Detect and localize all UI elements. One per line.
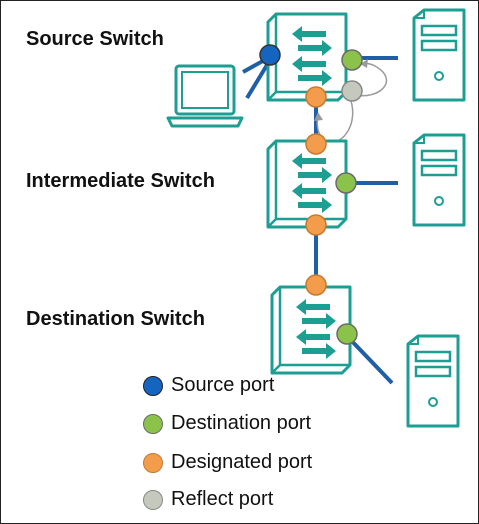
server-icon-3 bbox=[406, 334, 460, 428]
designated-port-dot-intermediate-top bbox=[305, 133, 327, 155]
legend-reflect-port-icon bbox=[143, 489, 163, 510]
link-source-port bbox=[245, 58, 272, 100]
reflect-port-dot bbox=[341, 80, 363, 102]
legend-source-port-icon bbox=[143, 375, 163, 396]
destination-port-dot-destination-switch bbox=[336, 323, 358, 345]
designated-port-dot-intermediate-bottom bbox=[305, 214, 327, 236]
legend-destination-port-icon bbox=[143, 413, 163, 434]
destination-port-dot-intermediate bbox=[335, 172, 357, 194]
legend-item-destination-port: Destination port bbox=[143, 412, 311, 435]
server-icon-1 bbox=[412, 8, 466, 102]
server-icon-2 bbox=[412, 133, 466, 227]
laptop-icon bbox=[166, 64, 244, 128]
switch-icon-intermediate bbox=[266, 139, 348, 229]
link-destination-server bbox=[344, 333, 394, 385]
destination-port-dot-source-switch bbox=[341, 49, 363, 71]
legend-reflect-port-label: Reflect port bbox=[171, 488, 274, 510]
legend-item-reflect-port: Reflect port bbox=[143, 488, 273, 511]
destination-switch-label: Destination Switch bbox=[26, 308, 205, 330]
reflect-arrowhead-2 bbox=[314, 112, 323, 121]
designated-port-dot-destination-switch bbox=[305, 274, 327, 296]
intermediate-switch-label: Intermediate Switch bbox=[26, 170, 215, 192]
legend-destination-port-label: Destination port bbox=[171, 412, 312, 434]
ports bbox=[259, 44, 363, 345]
designated-port-dot-source-switch bbox=[305, 86, 327, 108]
legend-item-source-port: Source port bbox=[143, 374, 274, 397]
legend-designated-port-label: Designated port bbox=[171, 451, 313, 473]
source-switch-label: Source Switch bbox=[26, 28, 164, 50]
legend-source-port-label: Source port bbox=[171, 374, 275, 396]
legend-designated-port-icon bbox=[143, 452, 163, 473]
reflect-arrowhead-1 bbox=[360, 59, 368, 68]
legend-item-designated-port: Designated port bbox=[143, 451, 312, 474]
source-port-dot bbox=[259, 44, 281, 66]
